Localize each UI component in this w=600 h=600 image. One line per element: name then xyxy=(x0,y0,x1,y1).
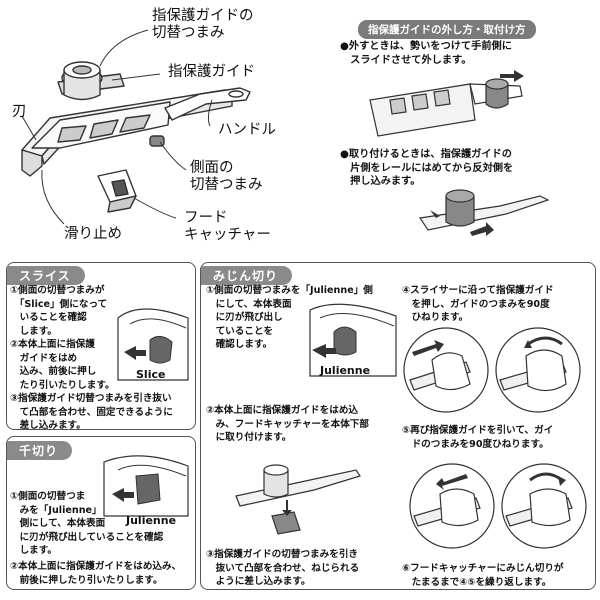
mince-step2: ②本体上面に指保護ガイドをはめ込 み、フードキャッチャーを本体下部 に取り付けま… xyxy=(206,405,369,443)
mince-step3: ③指保護ガイドの切替つまみを引き 抜いて凸部を合わせ、ねじられる ように差し込み… xyxy=(206,549,360,587)
mince-step6: ⑥フードキャッチャーにみじん切りが たまるまで④⑤を繰り返します。 xyxy=(402,563,564,588)
howto-remove-text: ●外すときは、勢いをつけて手前側に スライドさせて外します。 xyxy=(340,41,512,66)
slice-step1: ①側面の切替つまみが 「Slice」側になって いることを確認 します。 xyxy=(10,285,108,337)
slice-title: スライス xyxy=(7,266,85,285)
slice-step2: ②本体上面に指保護 ガイドをはめ 込み、前後に押し たり引いたりします。 xyxy=(10,339,115,391)
mince-step5: ⑤再び指保護ガイドを引いて、ガイ ドのつまみを90度ひねります。 xyxy=(402,425,554,450)
label-food-catcher: フード キャッチャー xyxy=(184,210,271,243)
julienne-step2: ②本体上面に指保護ガイドをはめ込み、 前後に押したり引いたりします。 xyxy=(10,561,182,586)
mince-knob-label: Julienne xyxy=(320,364,371,377)
julienne-knob-label: Julienne xyxy=(126,514,177,527)
label-finger-guard: 指保護ガイド xyxy=(168,64,255,80)
label-side-knob: 側面の 切替つまみ xyxy=(190,160,263,193)
julienne-step1: ①側面の切替つま みを「Julienne」 側にして、本体表面 に刃が飛び出して… xyxy=(10,491,164,556)
label-finger-guard-knob: 指保護ガイドの 切替つまみ xyxy=(152,8,254,41)
slice-step3: ③指保護ガイド切替つまみを引き抜い て凸部を合わせ、固定できるように 差し込みま… xyxy=(10,393,173,431)
mince-step4: ④スライサーに沿って指保護ガイド を押し、ガイドのつまみを90度 ひねります。 xyxy=(402,285,554,323)
label-anti-slip: 滑り止め xyxy=(64,226,122,242)
howto-attach-text: ●取り付けるときは、指保護ガイドの 片側をレールにはめてから反対側を 押し込みま… xyxy=(340,149,514,187)
julienne-title: 千切り xyxy=(7,441,73,460)
mince-step1: ①側面の切替つまみを「Julienne」側 にして、本体表面 に刃が飛び出し て… xyxy=(206,285,373,350)
mince-title: みじん切り xyxy=(201,266,293,285)
label-blade: 刃 xyxy=(12,104,27,120)
label-handle: ハンドル xyxy=(218,122,276,138)
slice-knob-label: Slice xyxy=(136,368,166,381)
howto-title: 指保護ガイドの外し方・取付け方 xyxy=(358,20,536,39)
